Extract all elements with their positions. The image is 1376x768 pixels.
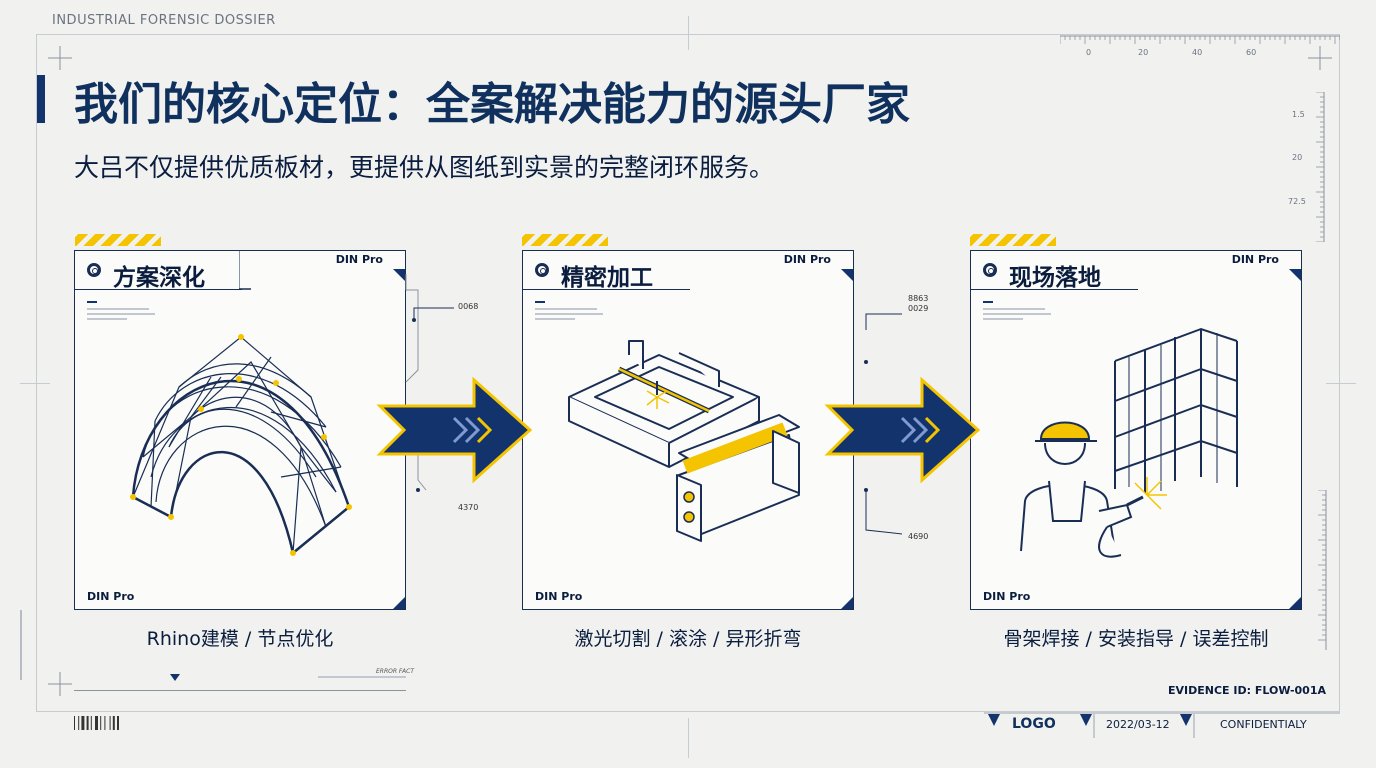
page-subtitle: 大吕不仅提供优质板材，更提供从图纸到实景的完整闭环服务。 [74,153,775,182]
ruler-tick-label: 20 [1292,153,1303,162]
crosshair-icon [48,46,72,70]
brand-logo: LOGO [1012,716,1056,732]
card-tab: 精密加工 [522,250,690,291]
target-icon [87,263,101,277]
micro-text [87,301,157,323]
din-label: DIN Pro [335,253,383,266]
corner-marker [393,597,405,609]
measurement-ruler [1060,35,1340,44]
corner-marker [1289,269,1301,281]
doc-label: INDUSTRIAL FORENSIC DOSSIER [52,13,276,28]
ruler-tick-label: 1.5 [1292,110,1305,119]
card-tab: 方案深化 [74,250,242,291]
step-card-onsite: 现场落地 DIN Pro DIN Pro [970,250,1302,610]
step-caption: Rhino建模 / 节点优化 [146,628,334,650]
side-ruler [1318,490,1327,650]
ruler-tick-label: 40 [1192,48,1203,57]
evidence-id: EVIDENCE ID: FLOW-001A [1168,684,1327,697]
step-title: 方案深化 [113,265,205,291]
card-tab: 现场落地 [970,250,1138,291]
connector-label: 4370 [458,503,479,512]
guide-line [688,16,689,50]
ruler-tick-label: 20 [1138,48,1149,57]
din-label: DIN Pro [783,253,831,266]
dome-gridshell-icon [130,334,352,556]
corner-marker [841,597,853,609]
din-label: DIN Pro [983,590,1031,603]
page-title: 我们的核心定位：全案解决能力的源头厂家 [74,79,910,130]
barcode-icon [74,716,119,730]
guide-line [1326,383,1356,384]
step-card-processing: 精密加工 DIN Pro DIN Pro [522,250,854,610]
hazard-stripe [522,234,608,246]
connector-label: 8863 [908,294,929,303]
title-accent-bar [37,75,45,123]
din-label: DIN Pro [535,590,583,603]
target-icon [983,263,997,277]
timeline-marker-icon [170,674,180,681]
hazard-stripe [970,234,1056,246]
connector-label: 4690 [908,532,929,541]
step-caption: 骨架焊接 / 安装指导 / 误差控制 [1003,628,1269,650]
target-icon [535,263,549,277]
flow-connector-2 [824,313,981,535]
connector-label: 0068 [458,302,479,311]
step-title: 现场落地 [1009,265,1101,291]
crosshair-icon [1308,46,1332,70]
vertical-micro-text [12,610,32,690]
timeline-line [74,690,406,691]
footer-strip [984,712,1340,738]
ruler-tick-label: 72.5 [1288,197,1306,206]
step-title: 精密加工 [561,265,653,291]
din-label: DIN Pro [1231,253,1279,266]
side-ruler [1316,92,1325,242]
hazard-stripe [75,234,161,246]
guide-line [688,718,689,758]
confidential-label: CONFIDENTIALY [1220,718,1307,731]
step-caption: 激光切割 / 滚涂 / 异形折弯 [574,628,802,650]
corner-marker [841,269,853,281]
step-card-design: 方案深化 DIN Pro DIN Pro [74,250,406,610]
din-label: DIN Pro [87,590,135,603]
note-title: ERROR FACT [376,668,414,675]
footer-date: 2022/03-12 [1106,718,1170,731]
crosshair-icon [48,672,72,696]
micro-text [535,301,605,323]
welder-and-frame-icon [1020,327,1238,558]
corner-marker [393,269,405,281]
ruler-tick-label: 0 [1086,48,1092,57]
micro-text [318,676,406,678]
tab-slant [239,250,251,290]
flow-connector-1 [376,274,533,492]
connector-label: 0029 [908,304,929,313]
laser-cutter-icon [568,340,800,542]
ruler-tick-label: 60 [1246,48,1257,57]
micro-text [983,301,1053,323]
corner-marker [1289,597,1301,609]
guide-line [20,383,50,384]
